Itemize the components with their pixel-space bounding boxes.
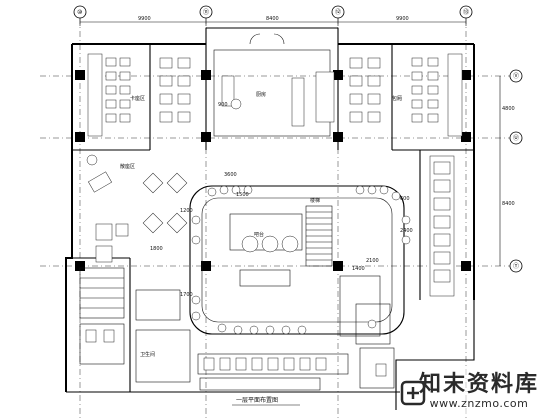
grid-label-top-4: ⑬ — [463, 8, 469, 16]
lower-left-service: 卫生间 — [79, 267, 191, 383]
dim-mark-3: 1800 — [150, 246, 163, 252]
dim-mark-10: 3600 — [224, 172, 237, 178]
room-label-open-seating: 散座区 — [120, 163, 135, 170]
dim-mark-4: 2100 — [366, 258, 379, 264]
staircase: 楼梯 — [305, 197, 333, 267]
top-grid-bubbles: ⑩ ⑪ ⑫ ⑬ — [73, 5, 473, 19]
watermark-title: 知末资料库 — [418, 371, 539, 397]
drawing-caption: 一层平面布置图 — [236, 396, 278, 404]
room-label-kitchen: 厨房 — [256, 91, 266, 98]
dim-top-2: 8400 — [266, 16, 279, 22]
room-label-booth-right: 包厢 — [392, 95, 402, 102]
grid-label-right-3: Ⓣ — [513, 262, 519, 270]
dim-mark-9: 2400 — [400, 228, 413, 234]
dim-right-1: 4800 — [502, 106, 515, 112]
watermark-url: www.znzmo.com — [429, 396, 529, 410]
dim-mark-7: 1400 — [352, 266, 365, 272]
room-label-booth-left: 卡座区 — [130, 95, 145, 102]
left-booth-seating: 卡座区 — [87, 53, 191, 137]
grid-label-top-3: ⑫ — [335, 8, 341, 16]
room-label-bar: 吧台 — [254, 231, 264, 238]
right-dimension-line: 4800 8400 — [499, 76, 515, 266]
top-dimension-line: 9900 8400 9900 — [79, 16, 467, 26]
grid-label-right-2: Ⓤ — [513, 134, 519, 142]
dim-mark-1: 1200 — [180, 208, 193, 214]
dim-mark-6: 600 — [400, 196, 410, 202]
grid-label-top-1: ⑩ — [77, 9, 82, 16]
dim-top-3: 9900 — [396, 16, 409, 22]
grid-label-right-1: Ⓥ — [513, 72, 519, 80]
room-label-restroom: 卫生间 — [140, 351, 155, 358]
lower-right-rooms — [339, 275, 395, 389]
left-open-seating: 散座区 — [86, 154, 188, 263]
central-top-zone: 厨房 — [213, 33, 335, 137]
grid-label-top-2: ⑪ — [203, 8, 209, 16]
dim-mark-5: 900 — [218, 102, 228, 108]
room-label-stairs: 楼梯 — [310, 197, 320, 204]
dim-mark-8: 1700 — [180, 292, 193, 298]
structural-columns — [75, 70, 471, 271]
dim-right-2: 8400 — [502, 201, 515, 207]
dim-top-1: 9900 — [138, 16, 151, 22]
dimension-marks: 1200 1500 1800 2100 900 600 1400 1700 24… — [150, 102, 413, 298]
dim-mark-2: 1500 — [236, 192, 249, 198]
central-bar: 吧台 — [189, 185, 411, 335]
watermark: 知末资料库 www.znzmo.com — [400, 366, 554, 416]
right-banquette — [429, 155, 455, 297]
right-grid-bubbles: Ⓥ Ⓤ Ⓣ — [509, 69, 523, 273]
bottom-counter — [197, 353, 349, 391]
watermark-logo-icon — [400, 380, 426, 406]
outer-walls — [65, 27, 475, 410]
right-booth-seating: 包厢 — [349, 53, 463, 137]
